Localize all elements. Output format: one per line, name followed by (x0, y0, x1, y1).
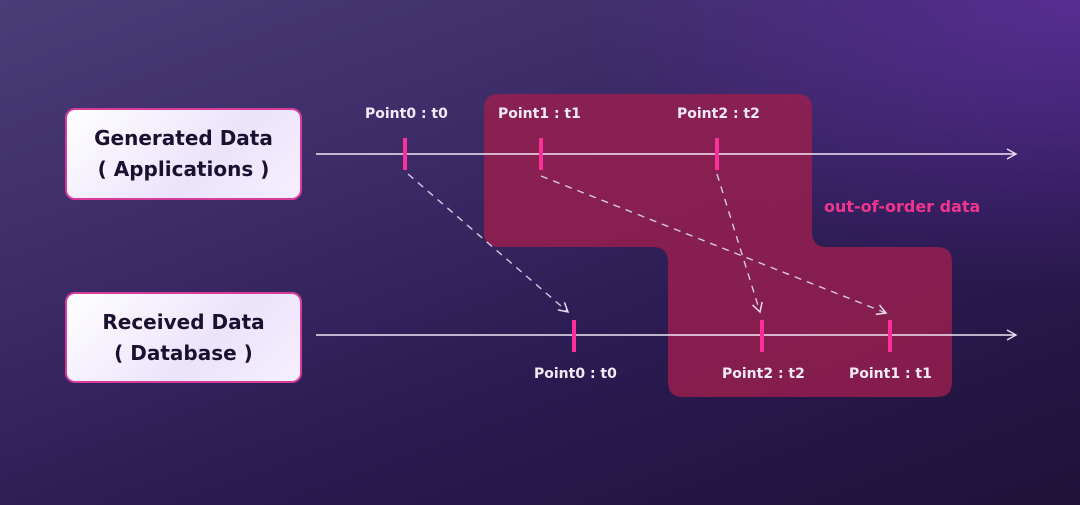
generated-point0-label: Point0 : t0 (365, 106, 448, 122)
received-data-box: Received Data ( Database ) (65, 292, 302, 383)
received-subtitle: ( Database ) (114, 340, 253, 365)
out-of-order-region (484, 94, 952, 397)
generated-data-box: Generated Data ( Applications ) (65, 108, 302, 200)
received-point1-label: Point1 : t1 (849, 366, 932, 382)
arrow-point1 (540, 175, 888, 316)
arrow-point2 (716, 173, 763, 314)
generated-point2-label: Point2 : t2 (677, 106, 760, 122)
generated-title: Generated Data (94, 126, 273, 150)
received-point0-label: Point0 : t0 (534, 366, 617, 382)
out-of-order-label: out-of-order data (824, 197, 981, 216)
arrow-point0 (407, 173, 570, 314)
generated-point1-label: Point1 : t1 (498, 106, 581, 122)
received-point2-label: Point2 : t2 (722, 366, 805, 382)
generated-subtitle: ( Applications ) (97, 157, 270, 181)
received-title: Received Data (102, 309, 265, 334)
